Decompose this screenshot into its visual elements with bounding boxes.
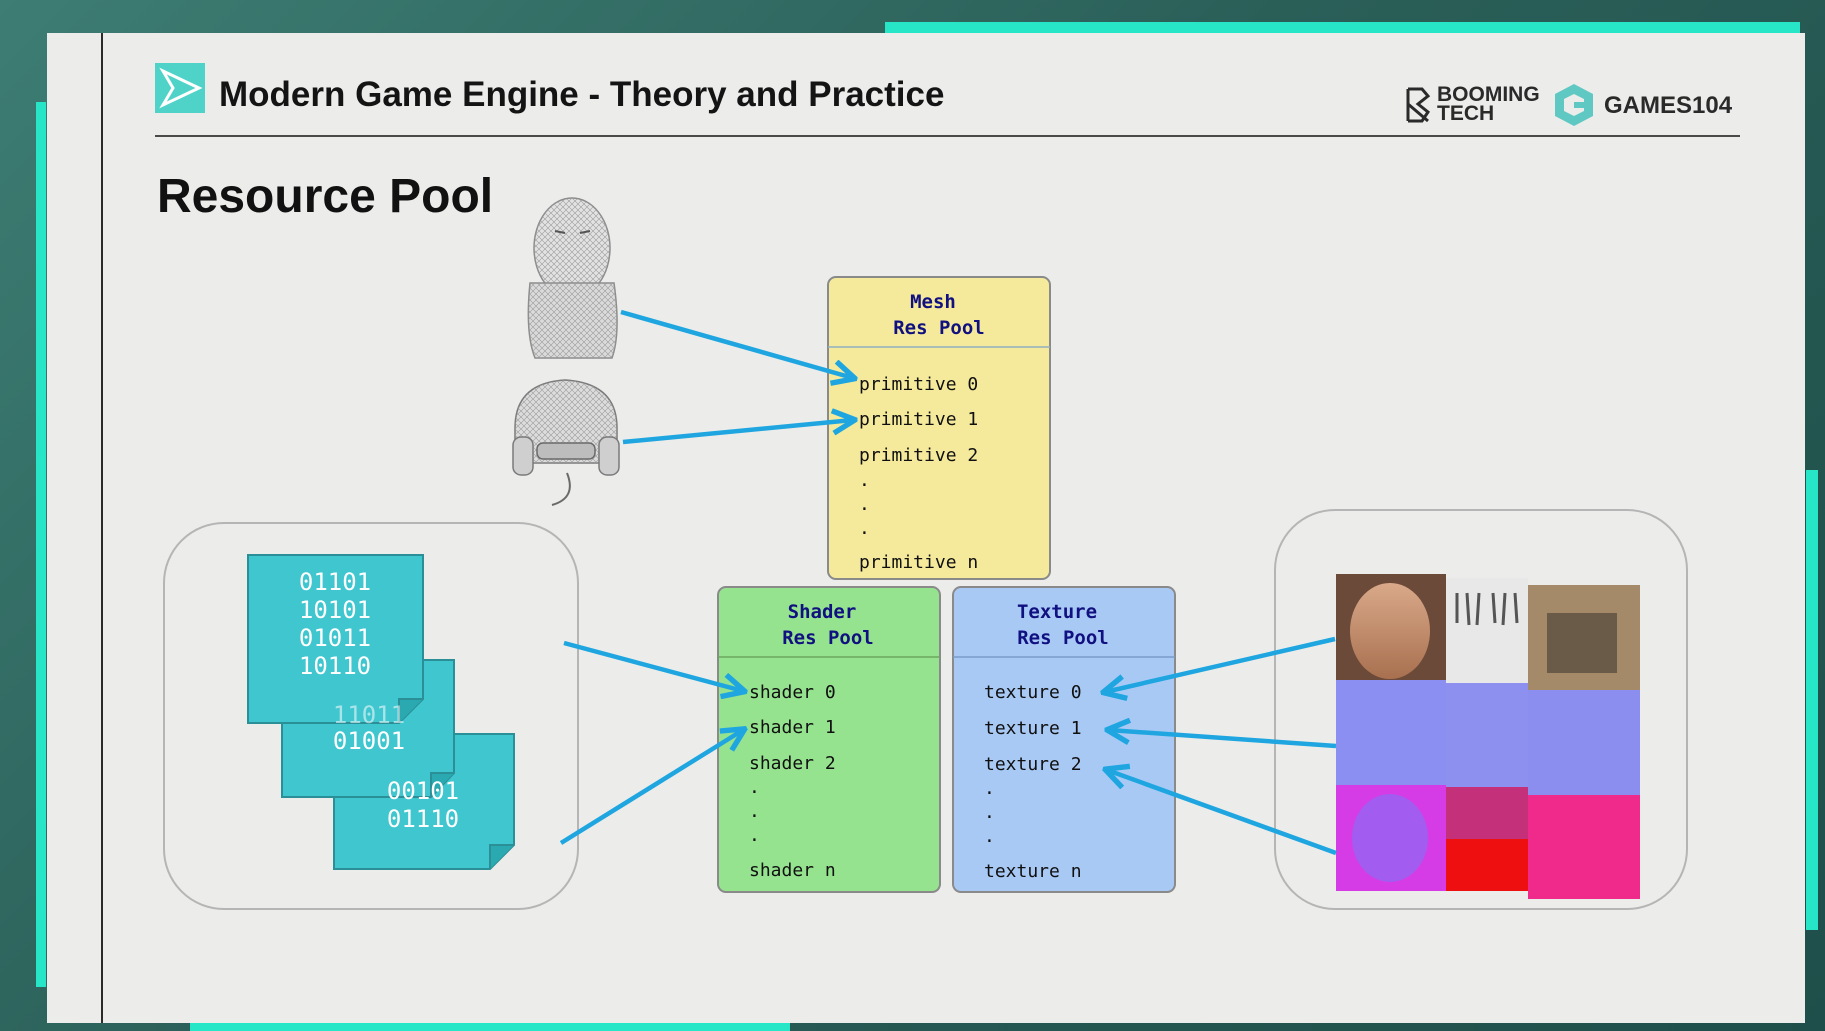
- mesh-pool-item: primitive 2: [859, 445, 978, 466]
- arrow-texture-to-texture2: [1107, 770, 1337, 856]
- shader-pool-title-2: Res Pool: [782, 627, 874, 649]
- shader-files-panel: [163, 522, 579, 910]
- texture-pool-item: .: [984, 778, 995, 799]
- resource-pool-diagram: 01101 10101 01011 10110 11011 01001 0010…: [163, 197, 1688, 910]
- file1-line-0: 01101: [299, 568, 371, 596]
- mesh-pool-item: primitive n: [859, 552, 978, 573]
- mesh-pool-title-2: Res Pool: [893, 317, 985, 339]
- texture-pool-item: .: [984, 802, 995, 823]
- texture-images-panel: [1274, 509, 1688, 910]
- texture-pool-item: texture 0: [984, 682, 1082, 703]
- file3-line-0: 00101: [387, 777, 459, 805]
- file1-line-2: 01011: [299, 624, 371, 652]
- arrow-files-to-shader1: [559, 730, 743, 845]
- booming-mark-icon: [1406, 87, 1431, 123]
- shader-pool-item: shader n: [749, 860, 836, 881]
- texture-pool-item: texture 2: [984, 754, 1082, 775]
- reference-arrows: [559, 309, 1337, 856]
- arrow-files-to-shader0: [563, 640, 743, 691]
- shader-file-1: [247, 554, 424, 724]
- texture-pool-item: .: [984, 826, 995, 847]
- arrow-texture-to-texture1: [1109, 730, 1337, 749]
- mesh-pool-item: .: [859, 518, 870, 539]
- helmet-mesh-image: [512, 379, 620, 506]
- mesh-pool-item: primitive 1: [859, 409, 978, 430]
- texture-images: [1336, 574, 1640, 899]
- texture-pool-title-2: Res Pool: [1017, 627, 1109, 649]
- mesh-pool-title-1: Mesh: [910, 291, 956, 313]
- mesh-res-pool: Mesh Res Pool primitive 0 primitive 1 pr…: [827, 276, 1051, 580]
- shader-pool-item: .: [749, 777, 760, 798]
- texture-pool-item: texture n: [984, 861, 1082, 882]
- file1-line-3: 10110: [299, 652, 371, 680]
- texture-pool-box: [952, 586, 1176, 893]
- course-title: Modern Game Engine - Theory and Practice: [219, 75, 945, 114]
- mesh-pool-item: .: [859, 494, 870, 515]
- play-logo-icon: [155, 63, 205, 113]
- mesh-pool-item: .: [859, 470, 870, 491]
- games104-mark-icon: [1555, 84, 1593, 126]
- shader-pool-item: shader 2: [749, 753, 836, 774]
- arrow-helmet-to-primitive1: [622, 420, 853, 445]
- slide-border-line: [101, 33, 103, 1023]
- header-divider: [155, 135, 1740, 137]
- slide-title: Resource Pool: [157, 170, 494, 223]
- file2-line-0: 11011: [333, 701, 405, 729]
- shader-pool-item: shader 1: [749, 717, 836, 738]
- file1-line-1: 10101: [299, 596, 371, 624]
- texture-res-pool: Texture Res Pool texture 0 texture 1 tex…: [952, 586, 1176, 893]
- head-mesh-image: [527, 197, 618, 359]
- texture-pool-item: texture 1: [984, 718, 1082, 739]
- brand-booming-line1: BOOMING: [1437, 83, 1540, 106]
- accent-bar-top: [885, 22, 1800, 36]
- arrow-head-to-primitive0: [620, 309, 853, 378]
- shader-pool-box: [717, 586, 941, 893]
- file2-line-1: 01001: [333, 727, 405, 755]
- shader-pool-item: shader 0: [749, 682, 836, 703]
- accent-bar-bottom: [190, 1022, 790, 1031]
- shader-pool-title-1: Shader: [788, 601, 857, 623]
- file3-line-1: 01110: [387, 805, 459, 833]
- mesh-pool-box: [827, 276, 1051, 580]
- mesh-pool-item: primitive 0: [859, 374, 978, 395]
- texture-pool-title-1: Texture: [1017, 601, 1097, 623]
- shader-res-pool: Shader Res Pool shader 0 shader 1 shader…: [717, 586, 941, 893]
- brand-games-text: GAMES104: [1604, 92, 1733, 119]
- accent-bar-left: [36, 102, 46, 987]
- shader-pool-item: .: [749, 825, 760, 846]
- slide: Modern Game Engine - Theory and Practice…: [47, 33, 1805, 1023]
- accent-bar-right: [1806, 470, 1818, 930]
- shader-pool-item: .: [749, 801, 760, 822]
- brand-booming-line2: TECH: [1437, 102, 1495, 125]
- arrow-texture-to-texture0: [1105, 636, 1336, 692]
